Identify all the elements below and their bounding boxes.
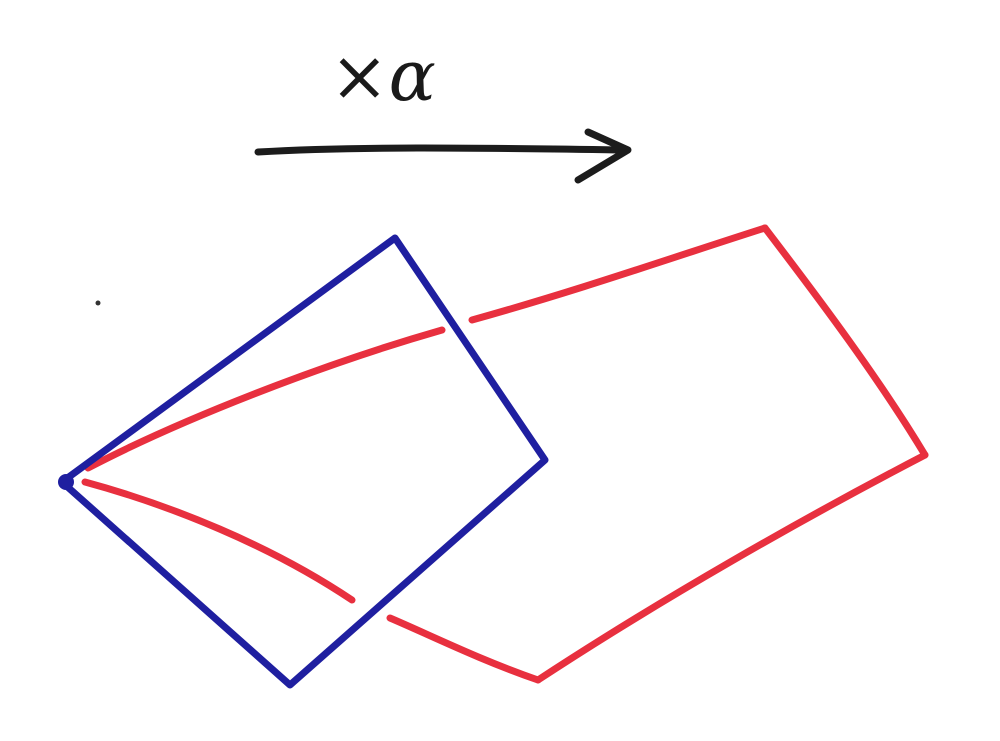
scaled-shape-right-edge xyxy=(761,224,929,459)
scale-factor-label: ×α xyxy=(330,35,436,117)
scaled-shape-lower-left-edge xyxy=(81,478,356,604)
original-shape-vertex-dot xyxy=(58,474,74,490)
scale-arrow xyxy=(254,128,632,184)
scaled-shape xyxy=(81,224,929,684)
scaled-shape-upper-right-edge xyxy=(468,224,769,324)
scaled-shape-upper-left-edge xyxy=(84,326,446,472)
original-shape-outline xyxy=(58,234,549,689)
scaled-shape-bottom-edge xyxy=(386,614,542,684)
scaled-shape-lower-right-edge xyxy=(534,451,929,684)
arrow-shaft xyxy=(254,144,629,156)
arrow-head xyxy=(574,128,632,184)
stray-ink-dot xyxy=(95,300,101,306)
original-shape xyxy=(58,234,549,689)
